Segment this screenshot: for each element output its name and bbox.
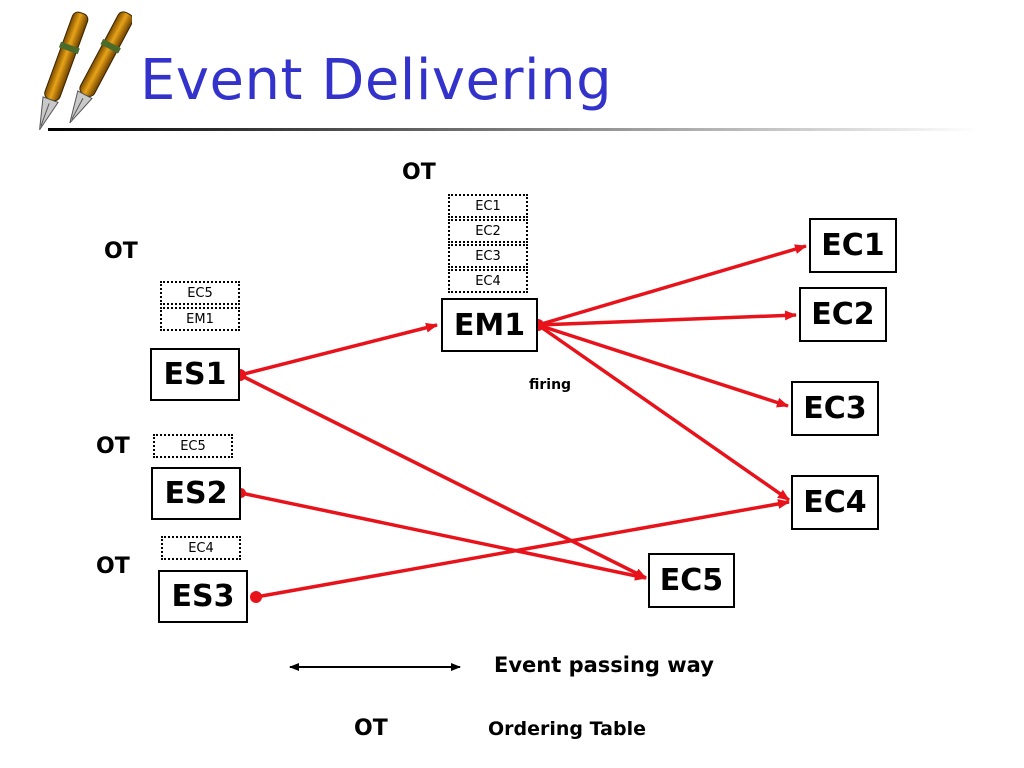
em1-ot-entry: EC3 [448, 244, 528, 268]
node-ec3: EC3 [791, 381, 879, 436]
ot-label-es1: OT [104, 239, 138, 264]
es1-ot-entry: EC5 [160, 281, 240, 305]
arrow-es2-ec5 [240, 491, 647, 581]
em1-ot-entry: EC1 [448, 194, 528, 218]
arrow-em1-ec2 [537, 310, 797, 327]
node-es3: ES3 [158, 570, 248, 623]
es3-ot-entry: EC4 [161, 536, 241, 560]
legend-ot-meaning: Ordering Table [488, 718, 646, 740]
es2-ot-entry: EC5 [153, 434, 233, 458]
arrow-es3-ec4 [255, 499, 790, 599]
arrow-em1-ec3 [537, 323, 789, 408]
source-dot-es3 [250, 591, 262, 603]
arrow-es1-em1 [239, 322, 438, 377]
fountain-pens-icon [39, 11, 132, 130]
node-ec2: EC2 [799, 287, 887, 342]
arrow-es1-ec5 [239, 373, 647, 580]
em1-ot-entry: EC4 [448, 269, 528, 293]
es1-ot-entry: EM1 [160, 307, 240, 331]
node-ec5: EC5 [648, 553, 735, 608]
title-underline [48, 128, 978, 131]
node-ec1: EC1 [809, 218, 897, 273]
arrow-em1-ec1 [537, 244, 807, 327]
slide-title: Event Delivering [140, 48, 613, 113]
ot-label-es3: OT [96, 554, 130, 579]
em1-ot-entry: EC2 [448, 219, 528, 243]
node-em1: EM1 [441, 298, 538, 352]
node-es2: ES2 [151, 467, 241, 520]
node-es1: ES1 [150, 348, 240, 401]
legend-arrow-label: Event passing way [494, 653, 714, 677]
ot-label-es2: OT [96, 434, 130, 459]
ot-label-em1: OT [402, 160, 436, 185]
arrow-em1-ec4 [536, 323, 791, 502]
legend-ot-abbrev: OT [354, 716, 388, 741]
firing-label: firing [529, 377, 572, 393]
node-ec4: EC4 [791, 475, 879, 530]
